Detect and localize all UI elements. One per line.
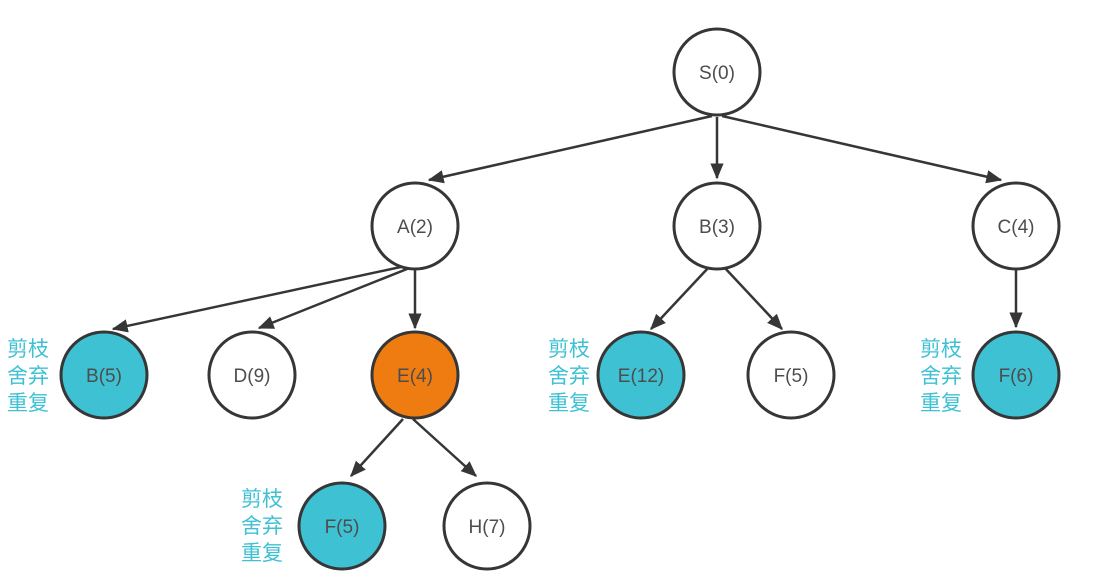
node-h7-circle bbox=[442, 481, 532, 571]
prune-note-line: 舍弃 bbox=[920, 365, 962, 388]
prune-note-line: 舍弃 bbox=[7, 365, 49, 388]
nodes: S(0) A(2) B(3) C(4) B(5) D(9) bbox=[59, 27, 1061, 571]
prune-note-line: 剪枝 bbox=[548, 338, 590, 361]
node-e12-circle bbox=[596, 330, 686, 420]
node-a2-circle bbox=[370, 181, 460, 271]
node-f5-mid-circle bbox=[746, 330, 836, 420]
node-e4-circle bbox=[370, 330, 460, 420]
prune-note-line: 剪枝 bbox=[920, 338, 962, 361]
edge-a2-b5 bbox=[111, 263, 411, 333]
node-label: C(4) bbox=[998, 217, 1035, 238]
node-f5-mid: F(5) bbox=[746, 330, 836, 420]
node-label: A(2) bbox=[397, 217, 433, 238]
prune-note-line: 剪枝 bbox=[7, 338, 49, 361]
prune-note-f5-bottom: 剪枝 舍弃 重复 bbox=[241, 488, 283, 565]
prune-note-line: 重复 bbox=[7, 392, 49, 415]
node-label: B(3) bbox=[699, 217, 735, 238]
edge-s0-a2 bbox=[427, 114, 713, 184]
node-e12: E(12) bbox=[596, 330, 686, 420]
node-h7: H(7) bbox=[442, 481, 532, 571]
prune-note-f6: 剪枝 舍弃 重复 bbox=[920, 338, 962, 415]
node-b5-circle bbox=[59, 330, 149, 420]
node-label: S(0) bbox=[699, 63, 735, 84]
prune-note-line: 重复 bbox=[920, 392, 962, 415]
node-d9-circle bbox=[207, 330, 297, 420]
prune-note-line: 剪枝 bbox=[241, 488, 283, 511]
edge-a2-d9 bbox=[257, 265, 413, 330]
prune-note-line: 舍弃 bbox=[241, 515, 283, 538]
node-label: F(5) bbox=[325, 517, 360, 538]
node-d9: D(9) bbox=[207, 330, 297, 420]
edge-b3-e12 bbox=[650, 266, 710, 330]
edge-e4-h7 bbox=[412, 418, 477, 477]
prune-note-line: 重复 bbox=[548, 392, 590, 415]
node-f6: F(6) bbox=[971, 330, 1061, 420]
node-a2: A(2) bbox=[370, 181, 460, 271]
node-s0: S(0) bbox=[672, 27, 762, 117]
node-label: F(6) bbox=[999, 366, 1034, 387]
prune-note-line: 舍弃 bbox=[548, 365, 590, 388]
node-e4: E(4) bbox=[370, 330, 460, 420]
node-b5: B(5) bbox=[59, 330, 149, 420]
node-label: D(9) bbox=[234, 366, 271, 387]
node-f5-bottom: F(5) bbox=[297, 481, 387, 571]
node-c4: C(4) bbox=[971, 181, 1061, 271]
node-f6-circle bbox=[971, 330, 1061, 420]
prune-note-b5: 剪枝 舍弃 重复 bbox=[7, 338, 49, 415]
edge-e4-f5bottom bbox=[350, 418, 404, 477]
prune-note-line: 重复 bbox=[241, 542, 283, 565]
node-b3-circle bbox=[672, 181, 762, 271]
node-label: E(4) bbox=[397, 366, 433, 387]
edge-b3-f5mid bbox=[723, 266, 783, 330]
node-f5-bottom-circle bbox=[297, 481, 387, 571]
node-label: B(5) bbox=[86, 366, 122, 387]
node-label: E(12) bbox=[618, 366, 664, 387]
node-label: F(5) bbox=[774, 366, 809, 387]
node-c4-circle bbox=[971, 181, 1061, 271]
node-label: H(7) bbox=[469, 517, 506, 538]
prune-note-e12: 剪枝 舍弃 重复 bbox=[548, 338, 590, 415]
edge-s0-c4 bbox=[721, 114, 1003, 184]
edges bbox=[111, 114, 1023, 477]
node-s0-circle bbox=[672, 27, 762, 117]
node-b3: B(3) bbox=[672, 181, 762, 271]
